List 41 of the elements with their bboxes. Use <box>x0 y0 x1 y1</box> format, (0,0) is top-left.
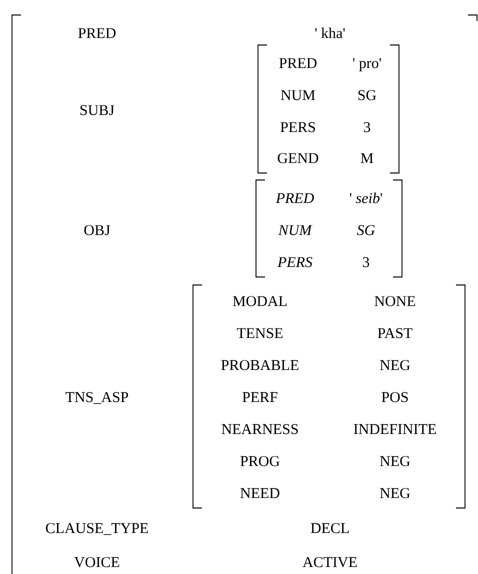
attribute-name: NEED <box>240 488 280 498</box>
attribute-matrix <box>256 180 402 278</box>
attribute-name: NUM <box>280 90 316 100</box>
attribute-value: ' kha' <box>315 28 345 38</box>
attribute-name: PERS <box>277 257 312 268</box>
attribute-value: SG <box>358 90 376 100</box>
attribute-name: PERS <box>280 122 315 132</box>
attribute-matrix <box>258 44 400 174</box>
attribute-value: SG <box>357 225 375 236</box>
attribute-value: NEG <box>380 360 410 370</box>
attribute-value: NONE <box>374 296 416 306</box>
attribute-value: DECL <box>310 523 349 534</box>
attribute-value: 3 <box>364 122 370 132</box>
attribute-name: PERF <box>242 392 278 402</box>
attribute-name: GEND <box>278 153 318 164</box>
attribute-value: NEG <box>380 456 410 466</box>
attribute-value: PAST <box>378 328 412 338</box>
attribute-name: NUM <box>278 225 312 236</box>
attribute-value: M <box>360 153 374 163</box>
attribute-value: ACTIVE <box>302 557 357 568</box>
attribute-value: ' pro' <box>353 58 381 72</box>
attribute-name: NEARNESS <box>222 424 298 434</box>
attribute-name: PRED <box>279 58 317 68</box>
attribute-name: MODAL <box>232 296 287 306</box>
attribute-value: 3 <box>362 257 370 268</box>
attribute-matrix <box>12 14 478 574</box>
attribute-name: PROBABLE <box>221 360 298 370</box>
attribute-name: CLAUSE_TYPE <box>46 523 148 535</box>
attribute-value: INDEFINITE <box>354 424 436 434</box>
attribute-name: TNS_ASP <box>66 392 128 404</box>
attribute-value: NEG <box>380 488 410 498</box>
attribute-name: TENSE <box>236 328 283 338</box>
attribute-value: ' seib' <box>350 192 382 204</box>
attribute-name: SUBJ <box>80 105 114 116</box>
attribute-name: PRED <box>276 193 314 204</box>
attribute-name: OBJ <box>84 225 110 236</box>
attribute-name: PROG <box>240 456 280 466</box>
attribute-name: PRED <box>78 28 116 38</box>
attribute-matrix <box>192 284 466 508</box>
attribute-name: VOICE <box>74 557 120 568</box>
attribute-value: POS <box>382 392 408 402</box>
